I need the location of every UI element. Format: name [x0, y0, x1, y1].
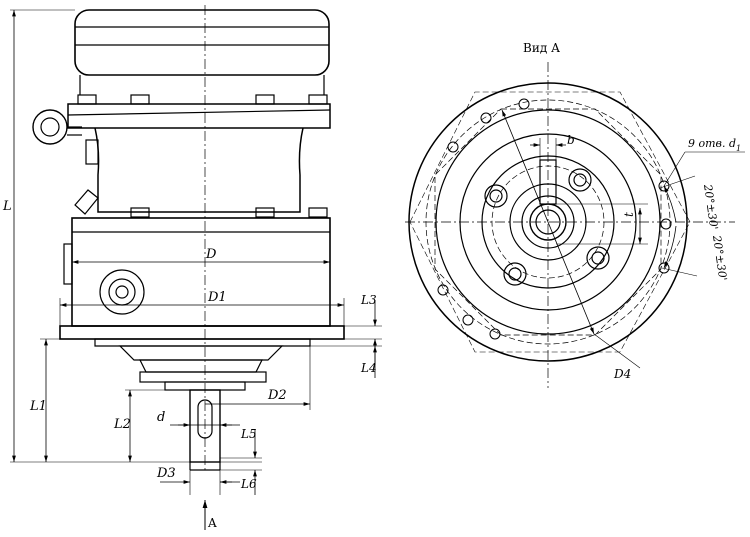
label-D2: D2	[267, 388, 287, 403]
label-b: b	[567, 133, 575, 147]
label-L6: L6	[240, 477, 257, 491]
label-view-A: A	[207, 516, 217, 530]
inner-bolts	[484, 168, 610, 286]
gear-housing	[71, 217, 331, 327]
label-L5: L5	[240, 427, 257, 441]
vent-plug	[74, 189, 99, 215]
motor-body	[94, 127, 304, 213]
label-angle-1: 20°±30'	[701, 183, 720, 231]
holes-note: 9 отв. d1	[688, 137, 741, 153]
side-plug	[85, 139, 99, 165]
label-L4: L4	[360, 361, 377, 375]
dim-D4-line	[501, 109, 595, 335]
label-D1: D1	[207, 290, 227, 305]
base-flange	[59, 325, 345, 340]
label-d: d	[157, 410, 165, 425]
outer-flange	[408, 82, 688, 362]
angle-arc-2	[663, 225, 677, 269]
top-bolts	[77, 94, 328, 105]
lifting-eye	[32, 109, 68, 145]
label-L: L	[2, 199, 12, 214]
label-t: t	[622, 212, 636, 217]
shaft-key	[197, 399, 213, 439]
mid-bolts	[130, 207, 328, 218]
front-view-title: Вид А	[523, 41, 560, 55]
front-view	[405, 62, 745, 388]
oil-port	[99, 269, 145, 315]
label-L3: L3	[360, 293, 377, 307]
label-D: D	[205, 247, 217, 262]
angle-arc-1	[663, 185, 677, 223]
label-angle-2: 20°±30'	[710, 234, 729, 282]
upper-flange	[67, 103, 331, 129]
outer-holes	[437, 98, 672, 340]
label-L1: L1	[29, 399, 47, 414]
label-L2: L2	[113, 417, 131, 432]
label-D3: D3	[156, 466, 176, 481]
motor-cap	[74, 9, 330, 76]
label-D4: D4	[613, 367, 631, 381]
side-view	[10, 5, 382, 530]
